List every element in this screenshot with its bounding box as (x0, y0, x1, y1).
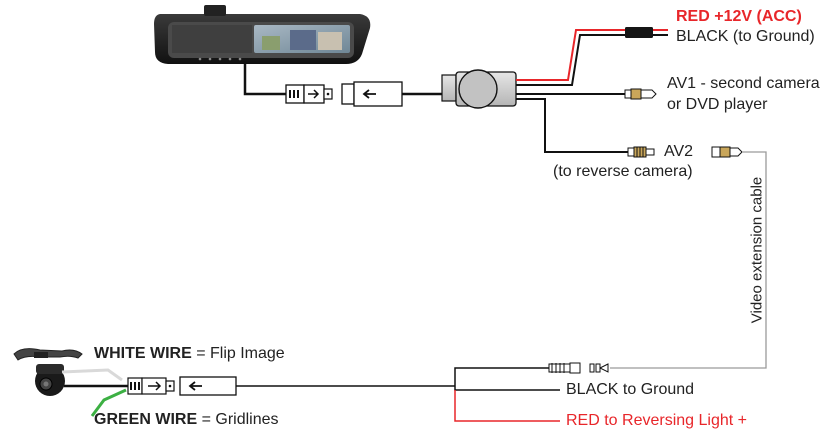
bottom-black-wire (454, 386, 560, 391)
white-wire (61, 368, 123, 382)
mirror-cable (243, 64, 286, 96)
green-wire-label: GREEN WIRE = Gridlines (94, 411, 279, 429)
video-extension-cable (610, 151, 767, 369)
video-extension-cable-label: Video extension cable (748, 176, 766, 324)
black-wire-top (516, 34, 625, 86)
red-acc-label: RED +12V (ACC) (676, 8, 802, 25)
rca-plug-icon (624, 88, 657, 100)
white-wire-label: WHITE WIRE = Flip Image (94, 345, 285, 363)
green-wire-desc: = Gridlines (201, 411, 279, 428)
black-ground-top-label: BLACK (to Ground) (676, 28, 815, 45)
camera-connector-icon (127, 376, 237, 396)
bottom-red-wire (454, 390, 560, 422)
black-ground-bottom-label: BLACK to Ground (566, 381, 695, 398)
extension-bottom-plug-icon (548, 362, 609, 374)
camera-icon (13, 348, 83, 396)
extension-rca-plug-icon (711, 146, 743, 158)
to-reverse-camera-label: (to reverse camera) (553, 163, 693, 180)
green-wire-title: GREEN WIRE (94, 411, 198, 428)
white-wire-desc: = Flip Image (196, 345, 285, 362)
av2-rca-plug-icon (627, 146, 655, 158)
av2-wire (516, 98, 628, 153)
connector-icon (285, 81, 403, 107)
green-wire (90, 388, 127, 417)
rearview-mirror-icon (154, 5, 371, 64)
av2-label: AV2 (664, 143, 694, 160)
junction-box-icon (441, 69, 517, 109)
red-wire-top (516, 29, 625, 81)
bottom-av-wire (454, 367, 549, 386)
fuse-icon (625, 27, 653, 38)
av1-label-line1: AV1 - second camera (667, 75, 820, 92)
red-reversing-label: RED to Reversing Light + (566, 412, 747, 429)
white-wire-title: WHITE WIRE (94, 345, 192, 362)
av1-label-line2: or DVD player (667, 96, 768, 113)
